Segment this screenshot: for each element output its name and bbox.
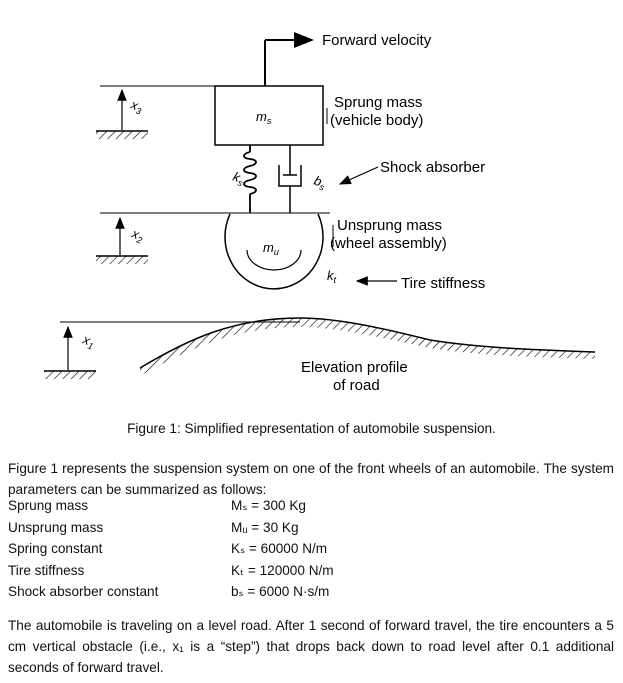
figure-caption: Figure 1: Simplified representation of a… — [127, 421, 496, 436]
elevation-profile-label: Elevation profile — [301, 359, 408, 376]
of-road-label: of road — [333, 377, 380, 394]
x1-label: x1 — [79, 331, 97, 351]
shock-absorber — [278, 145, 302, 213]
suspension-diagram: Forward velocity ms Sprung mass (vehicle… — [44, 32, 596, 394]
spring — [243, 145, 257, 213]
parameter-value: Mₛ = 300 Kg — [231, 498, 306, 513]
closing-paragraph: The automobile is traveling on a level r… — [8, 618, 614, 675]
intro-paragraph: Figure 1 represents the suspension syste… — [8, 461, 614, 497]
road-profile — [139, 317, 596, 376]
bs-label: bs — [311, 173, 328, 193]
wheel-assembly — [224, 213, 324, 290]
parameter-list: Sprung mass Mₛ = 300 Kg Unsprung mass Mᵤ… — [8, 498, 608, 606]
x3-reference — [96, 85, 215, 139]
unsprung-mass-label: Unsprung mass — [337, 217, 442, 234]
parameter-name: Unsprung mass — [8, 519, 104, 535]
x1-reference — [44, 321, 300, 379]
sprung-mass-block — [214, 85, 324, 146]
tire-stiffness-label: Tire stiffness — [401, 275, 485, 292]
parameter-name: Shock absorber constant — [8, 584, 159, 599]
parameter-row: Sprung mass Mₛ = 300 Kg — [8, 498, 608, 520]
parameter-name: Sprung mass — [8, 498, 89, 513]
wheel-assembly-label: (wheel assembly) — [330, 235, 447, 252]
parameter-name: Spring constant — [8, 541, 103, 556]
ks-label: ks — [230, 169, 247, 189]
sprung-mass-label: Sprung mass — [334, 94, 422, 111]
parameter-value: Mᵤ = 30 Kg — [231, 519, 299, 535]
x2-reference — [96, 212, 330, 264]
parameter-value: Kₜ = 120000 N/m — [231, 562, 334, 578]
x2-label: x2 — [128, 225, 146, 245]
parameter-row: Shock absorber constant bₛ = 6000 N·s/m — [8, 584, 608, 606]
ms-label: ms — [256, 109, 272, 126]
vehicle-body-label: (vehicle body) — [330, 112, 423, 129]
forward-velocity-arrow — [264, 32, 314, 86]
parameter-row: Unsprung mass Mᵤ = 30 Kg — [8, 520, 608, 542]
kt-label: kt — [327, 268, 337, 285]
parameter-value: Kₛ = 60000 N/m — [231, 541, 328, 556]
mu-label: mu — [263, 240, 279, 257]
shock-absorber-label: Shock absorber — [380, 159, 485, 176]
parameter-row: Spring constant Kₛ = 60000 N/m — [8, 541, 608, 563]
x3-label: x3 — [127, 96, 145, 116]
parameter-row: Tire stiffness Kₜ = 120000 N/m — [8, 563, 608, 585]
parameter-name: Tire stiffness — [8, 562, 85, 578]
forward-velocity-label: Forward velocity — [322, 32, 432, 49]
parameter-value: bₛ = 6000 N·s/m — [231, 584, 330, 599]
